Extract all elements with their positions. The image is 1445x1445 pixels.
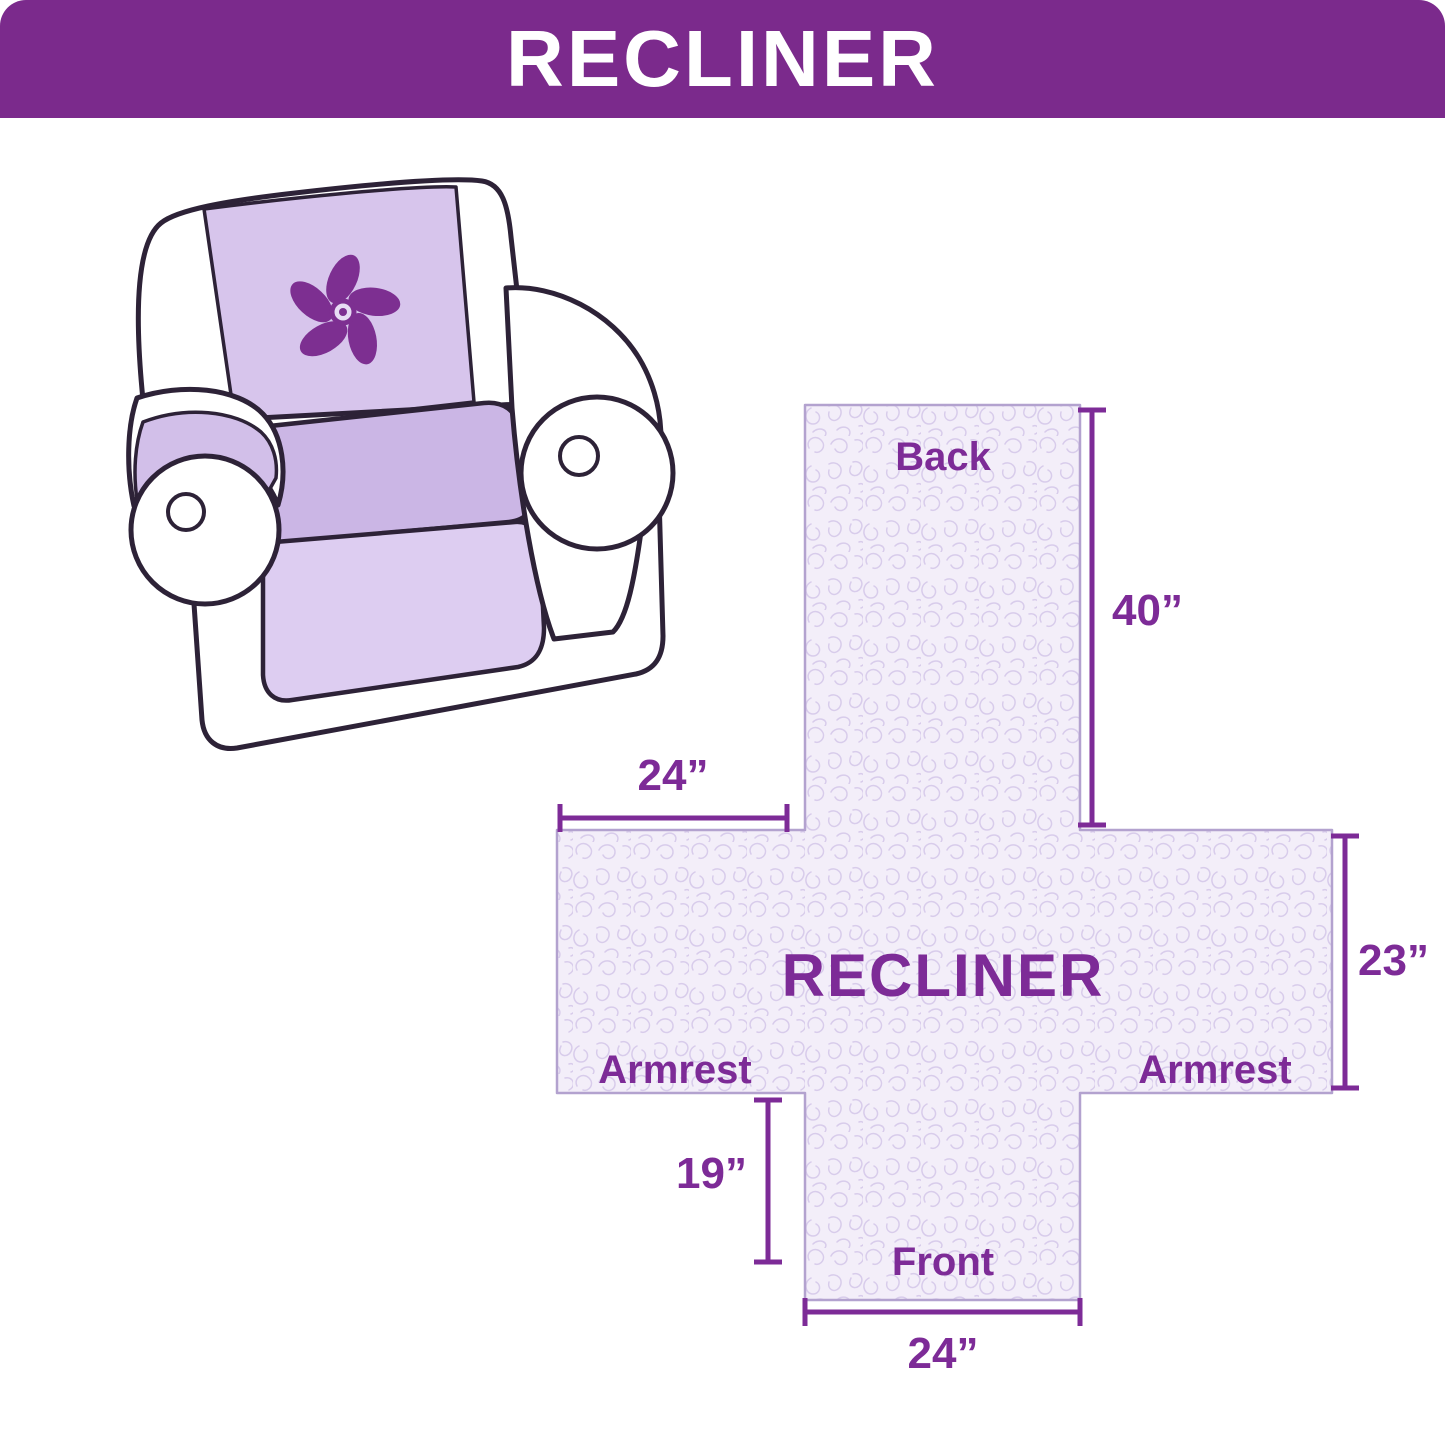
pinwheel-blade bbox=[347, 313, 378, 365]
label-center: RECLINER bbox=[782, 942, 1105, 1009]
cover-cross-shape bbox=[555, 403, 1334, 1302]
pinwheel-logo-icon bbox=[290, 254, 401, 365]
label-armrest-left: Armrest bbox=[598, 1048, 751, 1092]
chair-left-arm-roll bbox=[128, 453, 282, 607]
pinwheel-blade bbox=[326, 254, 360, 304]
dimension-front-width-value: 24” bbox=[908, 1329, 979, 1378]
dimension-front-height-value: 19” bbox=[676, 1149, 747, 1198]
dimension-back-height-value: 40” bbox=[1112, 586, 1183, 635]
pinwheel-blade bbox=[299, 321, 348, 357]
dimension-front-width bbox=[802, 1298, 1083, 1326]
pinwheel-blade bbox=[290, 281, 333, 323]
dimension-back-height bbox=[1078, 407, 1106, 828]
chair-illustration bbox=[126, 177, 676, 751]
chair-left-arm-swirl bbox=[166, 492, 206, 532]
dimension-armrest-width-value: 24” bbox=[638, 751, 709, 800]
chair-artwork bbox=[126, 177, 676, 751]
dimension-side-height-value: 23” bbox=[1358, 936, 1429, 985]
label-armrest-right: Armrest bbox=[1138, 1048, 1291, 1092]
dimension-front-height bbox=[754, 1097, 782, 1265]
label-front: Front bbox=[892, 1240, 994, 1284]
chair-right-arm-roll bbox=[518, 394, 676, 552]
dimension-side-height bbox=[1331, 833, 1359, 1091]
label-back: Back bbox=[895, 435, 991, 479]
chair-right-arm-swirl bbox=[558, 435, 600, 477]
title-banner: RECLINER bbox=[0, 0, 1445, 118]
pinwheel-blade bbox=[348, 287, 401, 317]
cover-layout-diagram: Back RECLINER Armrest Armrest Front 40” … bbox=[555, 403, 1429, 1378]
pinwheel-center-dot bbox=[339, 308, 347, 316]
dimension-armrest-width bbox=[557, 804, 790, 832]
page-title: RECLINER bbox=[506, 14, 939, 103]
